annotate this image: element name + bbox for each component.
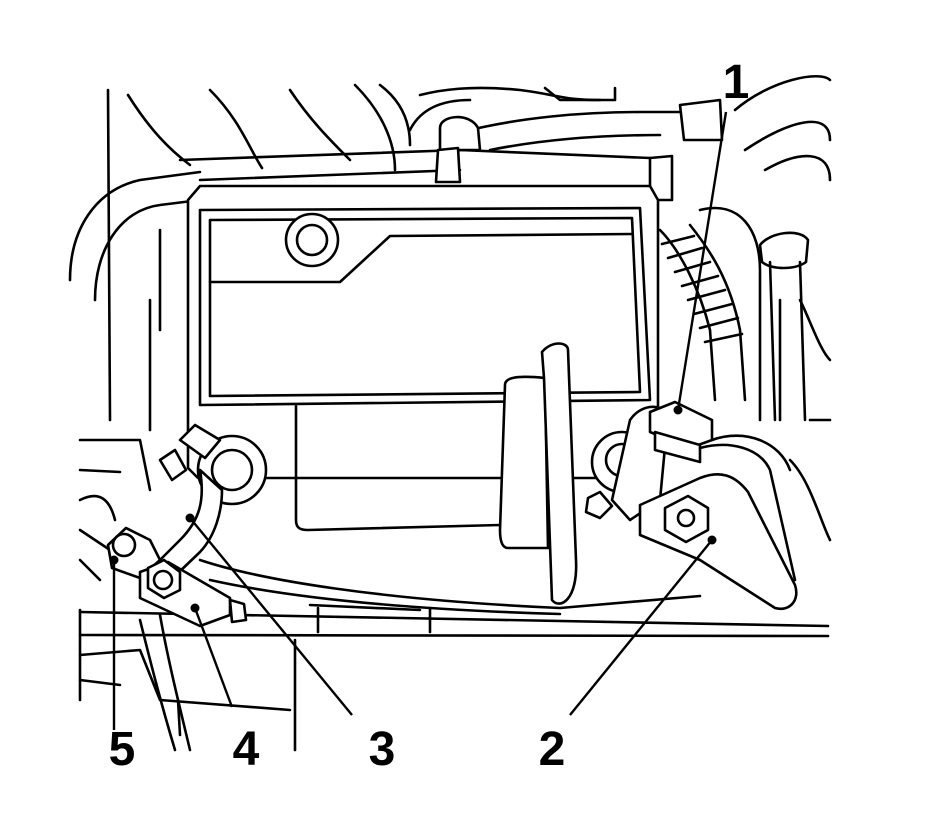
callout-4: 4 [233, 723, 260, 776]
battery [186, 184, 702, 616]
callout-2: 2 [539, 723, 566, 776]
terminal-cover [498, 342, 578, 605]
leader-2-dot [707, 535, 717, 545]
callout-1: 1 [723, 56, 750, 109]
leader-5-dot [109, 555, 119, 565]
leader-2 [569, 539, 713, 716]
negative-terminal [158, 423, 268, 577]
positive-terminal [584, 400, 798, 611]
callout-5: 5 [109, 723, 136, 776]
callout-3: 3 [369, 723, 396, 776]
leader-3-dot [185, 513, 195, 523]
leader-4-dot [190, 603, 200, 613]
leader-1-dot [673, 405, 683, 415]
leader-3 [189, 517, 353, 716]
leader-4 [193, 607, 234, 708]
callout-labels: 1 2 3 4 5 [109, 56, 750, 776]
corrugated-hose-ribs [660, 234, 744, 344]
callout-leaders [109, 111, 728, 730]
leader-1 [676, 111, 728, 411]
ground-connections [106, 526, 248, 628]
